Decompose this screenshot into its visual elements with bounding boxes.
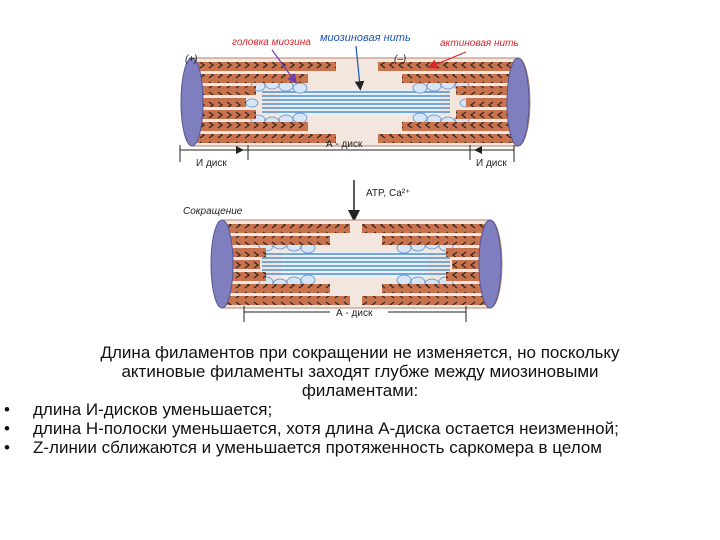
label-actin-filament: актиновая нить bbox=[440, 38, 519, 49]
label-i-disc-left: И диск bbox=[196, 158, 227, 169]
label-atp: ATP, Ca²⁺ bbox=[366, 188, 410, 199]
label-myosin-filament: миозиновая нить bbox=[320, 32, 411, 44]
label-a-disc-bottom: А - диск bbox=[336, 308, 373, 319]
caption-bullet: Z-линии сближаются и уменьшается протяже… bbox=[0, 438, 680, 457]
label-plus: (+) bbox=[185, 54, 198, 65]
dimension-lines-bottom bbox=[243, 306, 467, 322]
pointer-actin-filament bbox=[427, 51, 467, 69]
sarcomere-diagram: головка миозина миозиновая нить актинова… bbox=[179, 32, 531, 322]
caption-intro-line: филаментами: bbox=[301, 381, 419, 400]
actin-filaments-left-contracted bbox=[226, 224, 350, 305]
caption-intro-line: актиновые филаменты заходят глубже между… bbox=[121, 362, 599, 381]
z-disc-left-contracted bbox=[210, 219, 234, 309]
label-a-disc-top: А - диск bbox=[326, 139, 363, 150]
z-disc-left bbox=[180, 57, 204, 147]
caption-bullet: длина Н-полоски уменьшается, хотя длина … bbox=[0, 419, 680, 438]
caption-intro-line: Длина филаментов при сокращении не измен… bbox=[100, 343, 620, 362]
relaxed-sarcomere bbox=[180, 57, 531, 147]
contracted-sarcomere bbox=[210, 219, 503, 309]
label-minus: (–) bbox=[394, 54, 406, 65]
z-disc-right-contracted bbox=[478, 219, 502, 309]
label-contraction: Сокращение bbox=[183, 206, 243, 217]
label-myosin-head: головка миозина bbox=[232, 37, 311, 48]
actin-filaments-right-contracted bbox=[362, 224, 486, 305]
caption-bullet: длина И-дисков уменьшается; bbox=[0, 400, 680, 419]
pointer-myosin-head bbox=[271, 49, 297, 84]
caption: Длина филаментов при сокращении не измен… bbox=[0, 343, 720, 457]
pointer-myosin-filament bbox=[354, 45, 365, 91]
z-disc-right bbox=[506, 57, 530, 147]
caption-bullets: длина И-дисков уменьшается; длина Н-поло… bbox=[0, 400, 720, 457]
caption-intro: Длина филаментов при сокращении не измен… bbox=[40, 343, 680, 400]
actin-filaments-left bbox=[196, 62, 336, 143]
label-i-disc-right: И диск bbox=[476, 158, 507, 169]
actin-filaments-right bbox=[378, 62, 514, 143]
dimension-lines-top bbox=[179, 145, 515, 162]
